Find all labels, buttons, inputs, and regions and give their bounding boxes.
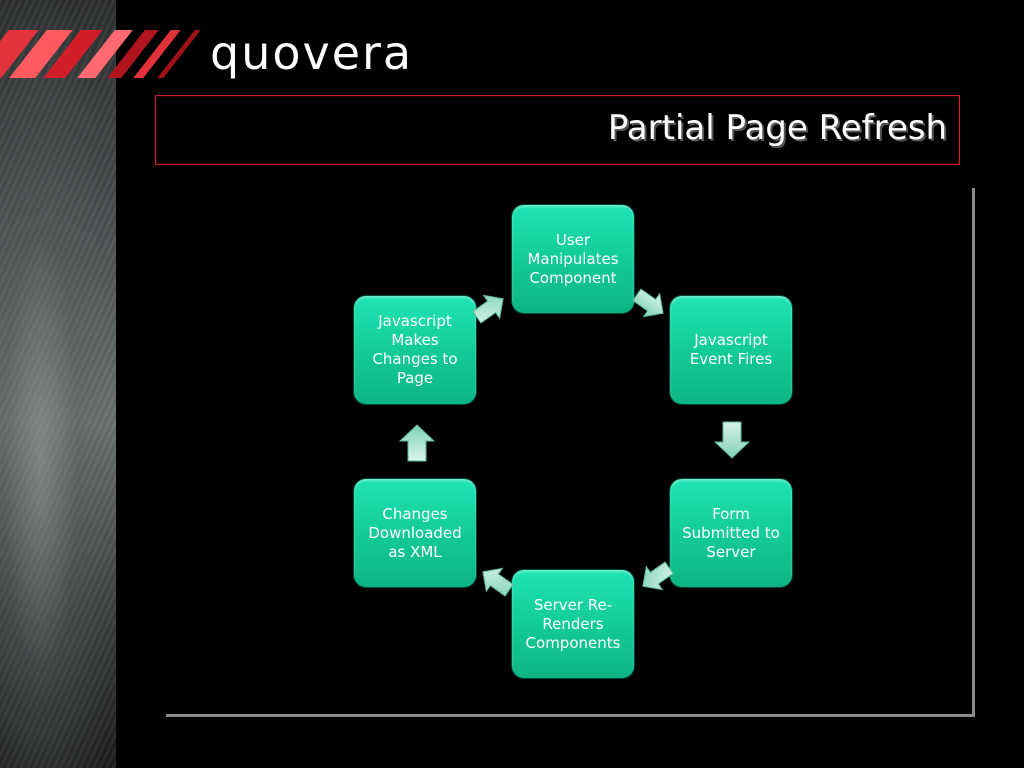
node-server-rerenders: Server Re-Renders Components bbox=[512, 570, 634, 678]
node-label: Changes Downloaded as XML bbox=[368, 504, 462, 561]
brushed-metal-sidebar bbox=[0, 0, 116, 768]
arrow-to-user-manipulates bbox=[472, 294, 504, 324]
arrow-to-js-makes-changes bbox=[398, 424, 436, 462]
node-label: Server Re-Renders Components bbox=[525, 595, 621, 652]
quovera-logo: quovera bbox=[210, 26, 414, 80]
title-frame: Partial Page Refresh bbox=[155, 95, 960, 165]
arrow-to-event-fires bbox=[632, 288, 664, 318]
page-title: Partial Page Refresh bbox=[607, 108, 947, 148]
node-label: Form Submitted to Server bbox=[682, 504, 780, 561]
node-form-submitted: Form Submitted to Server bbox=[670, 479, 792, 587]
node-label: Javascript Event Fires bbox=[689, 331, 773, 368]
node-event-fires: Javascript Event Fires bbox=[670, 296, 792, 404]
node-changes-downloaded: Changes Downloaded as XML bbox=[354, 479, 476, 587]
node-label: Javascript Makes Changes to Page bbox=[372, 312, 458, 387]
arrow-to-form-submitted bbox=[713, 421, 751, 459]
arrow-to-changes-downloaded bbox=[482, 567, 514, 597]
node-user-manipulates: User Manipulates Component bbox=[512, 205, 634, 313]
content-frame bbox=[166, 188, 975, 717]
node-js-makes-changes: Javascript Makes Changes to Page bbox=[354, 296, 476, 404]
arrow-to-server-rerenders bbox=[642, 561, 674, 591]
red-stripes-decoration bbox=[0, 30, 200, 78]
node-label: User Manipulates Component bbox=[527, 230, 619, 287]
